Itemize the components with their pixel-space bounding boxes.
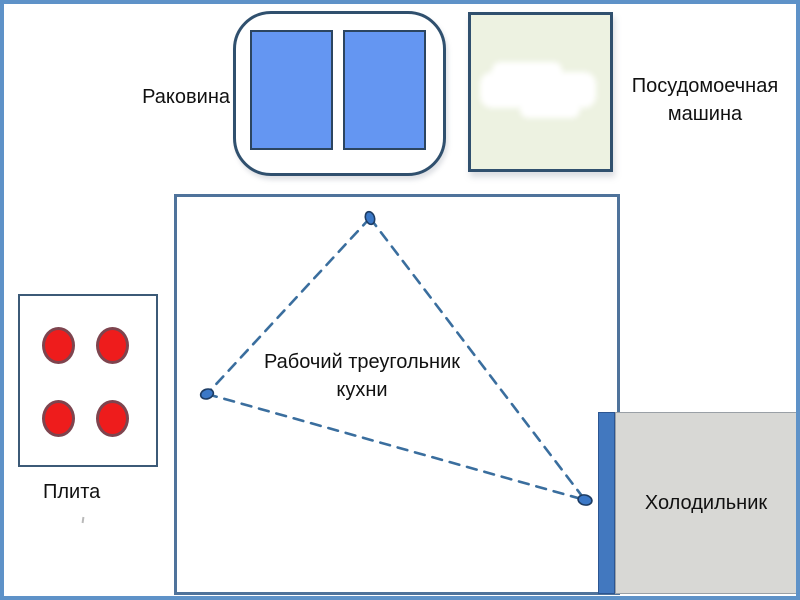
fridge-label: Холодильник: [644, 491, 768, 514]
stove-burner: [42, 400, 75, 437]
whiteout-smudge: [492, 62, 562, 82]
whiteout-smudge: [520, 100, 580, 118]
dishwasher-label: Посудомоечная машина: [631, 75, 779, 125]
fridge-unit: Холодильник: [615, 412, 797, 594]
sink-basin-left: [250, 30, 333, 150]
work-triangle-label: Рабочий треугольник кухни: [263, 351, 461, 401]
stove-burner: [42, 327, 75, 364]
sink-basin-right: [343, 30, 426, 150]
stove-unit: [18, 294, 158, 467]
stove-burner: [96, 327, 129, 364]
sink-label: Раковина: [142, 86, 230, 108]
stove-label: Плита: [43, 481, 101, 503]
fridge-door-bar: [598, 412, 615, 594]
stray-mark: [81, 516, 85, 524]
stove-burner: [96, 400, 129, 437]
